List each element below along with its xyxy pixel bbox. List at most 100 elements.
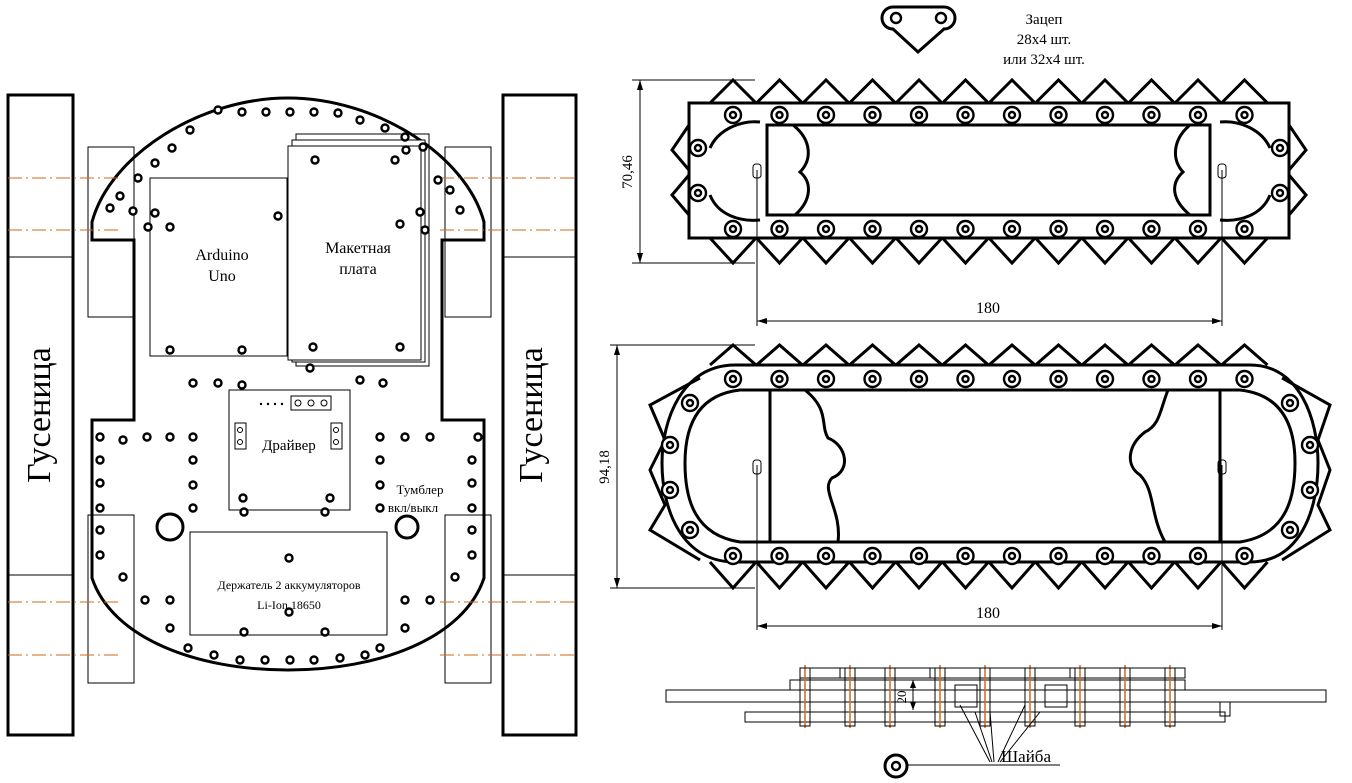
track-pin-inner (775, 224, 784, 234)
battery-label-line1: Держатель 2 аккумуляторов (218, 578, 361, 592)
small-track-frame-inner (765, 123, 1212, 217)
track-pin-inner (1240, 110, 1249, 120)
track-tooth (1127, 561, 1176, 591)
track-pin-inner (914, 110, 924, 120)
side-pin (1074, 667, 1086, 727)
mounting-hole (118, 572, 128, 582)
mounting-hole (415, 207, 425, 217)
mounting-hole (95, 550, 105, 560)
side-view-width-dim: 20 (894, 691, 909, 704)
track-pin-inner (1147, 374, 1156, 384)
battery-label-line2: Li-Ion 18650 (257, 598, 321, 612)
mounting-hole (395, 219, 405, 229)
track-pin-inner (775, 551, 784, 561)
track-tooth (1080, 561, 1130, 591)
track-pin-inner (1007, 551, 1017, 561)
mounting-hole (128, 206, 138, 216)
mounting-hole (165, 595, 175, 605)
track-pin-inner (1054, 224, 1063, 234)
track-tooth (1127, 343, 1176, 367)
mounting-hole (378, 378, 388, 388)
track-tooth (1080, 77, 1130, 105)
mounting-hole (308, 342, 318, 352)
mounting-hole (95, 432, 105, 442)
track-tooth (1173, 77, 1223, 105)
track-pin-inner (1007, 224, 1017, 234)
track-tooth (1220, 343, 1269, 367)
large-track-frame-inner (683, 388, 1297, 544)
side-pin (1164, 667, 1176, 727)
track-tooth (1081, 343, 1129, 367)
track-tooth (941, 77, 990, 105)
track-pin-inner (1100, 374, 1110, 384)
track-pin-inner (821, 110, 831, 120)
track-tooth (755, 236, 804, 266)
track-pin-inner (821, 374, 831, 384)
mounting-hole (185, 125, 195, 135)
track-pin-inner (914, 374, 924, 384)
mounting-hole (433, 175, 443, 185)
track-pin-inner (1240, 374, 1249, 384)
track-tooth (1173, 561, 1223, 591)
track-tooth (987, 77, 1037, 105)
track-tooth (848, 561, 897, 591)
mounting-hole (467, 550, 477, 560)
track-pin-inner (1240, 224, 1249, 234)
side-pin (979, 667, 991, 727)
track-tooth (802, 343, 850, 367)
robot-plan-view: Гусеница Гусеница Arduino Uno Макетная п… (6, 93, 578, 737)
track-pin-inner (1193, 374, 1203, 384)
track-tooth (848, 343, 897, 367)
track-tooth (801, 77, 851, 105)
small-track-length-dim: 180 (976, 300, 1000, 317)
side-link-plate (839, 667, 936, 679)
track-pin-inner (685, 525, 695, 535)
washer-drawing (883, 753, 909, 779)
track-pin-inner (821, 551, 831, 561)
track-tooth (894, 77, 944, 105)
link-label-line1: Зацеп (1026, 12, 1063, 28)
mounting-hole (320, 507, 330, 517)
track-tooth (708, 236, 758, 266)
side-pin (1119, 667, 1131, 727)
track-pin-inner (1193, 551, 1203, 561)
track-tooth (801, 561, 851, 591)
track-tooth (1034, 561, 1083, 591)
track-tooth (848, 77, 897, 105)
side-pin-end (1219, 701, 1231, 717)
breadboard (287, 145, 422, 361)
track-tooth (1174, 343, 1222, 367)
switch-label-line1: Тумблер (397, 482, 444, 497)
left-track (6, 93, 75, 737)
mounting-hole (142, 432, 152, 442)
mounting-hole (188, 503, 198, 513)
mounting-hole (395, 342, 405, 352)
mounting-hole (390, 155, 400, 165)
mounting-hole (467, 503, 477, 513)
track-pin-inner (961, 110, 970, 120)
track-pin-inner (1054, 374, 1063, 384)
mounting-hole (400, 595, 410, 605)
track-pin-inner (665, 485, 675, 495)
link-label-line2: 28х4 шт. (1017, 32, 1071, 48)
mounting-hole (467, 525, 477, 535)
track-pin-inner (728, 551, 738, 561)
track-tooth (1127, 236, 1176, 266)
mounting-hole (335, 653, 345, 663)
track-tooth (1127, 77, 1176, 105)
side-link-bar (789, 679, 1186, 691)
mounting-hole (165, 345, 175, 355)
mounting-hole (375, 503, 385, 513)
mounting-hole (375, 432, 385, 442)
track-pin-inner (868, 224, 877, 234)
track-tooth (755, 343, 804, 367)
side-view: 20 Шайба (665, 665, 1327, 779)
mounting-hole (260, 655, 270, 665)
switch-hole (394, 514, 420, 540)
track-tooth (1220, 561, 1269, 591)
track-tooth (1220, 77, 1269, 105)
track-tooth (1173, 236, 1223, 266)
track-tooth-end (1287, 124, 1308, 216)
side-pin (934, 667, 946, 727)
mounting-hole (425, 432, 435, 442)
